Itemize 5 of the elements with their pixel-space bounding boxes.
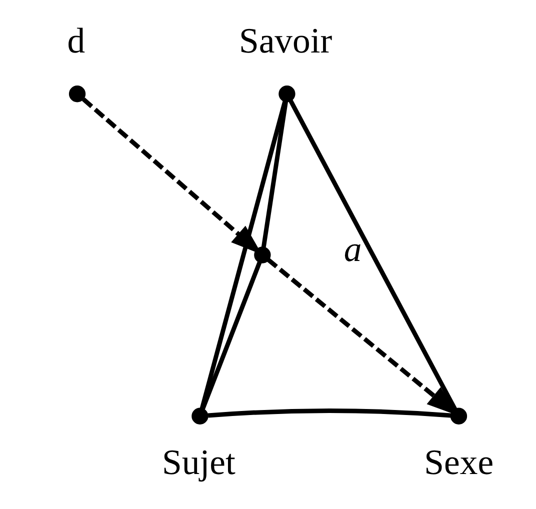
node-label: Savoir [239, 20, 332, 60]
node-label: d [67, 20, 86, 60]
node-label: Sujet [162, 442, 236, 482]
node-label: a [344, 228, 362, 269]
node-label: Sexe [424, 442, 494, 482]
